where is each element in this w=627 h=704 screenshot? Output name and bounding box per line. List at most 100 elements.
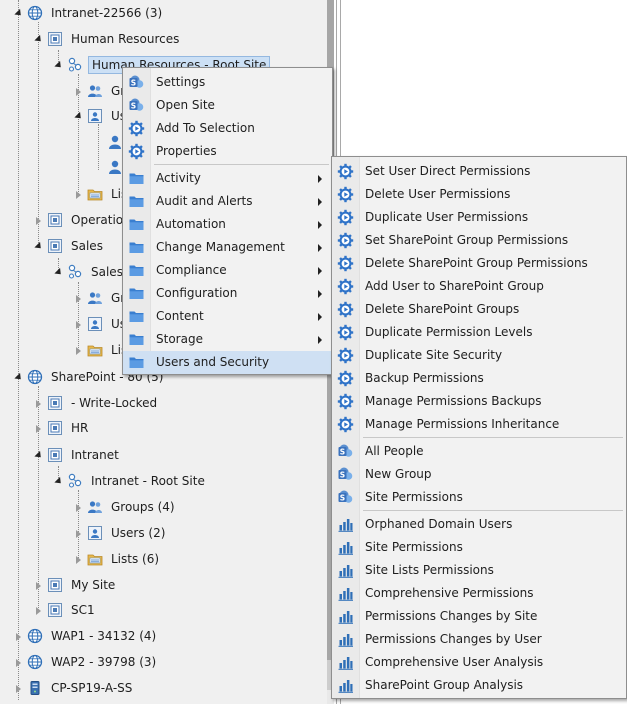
context-menu-item[interactable]: Audit and Alerts [123, 190, 332, 213]
context-menu-item[interactable]: Users and Security [123, 351, 332, 374]
collapse-toggle-icon[interactable] [34, 242, 43, 251]
tree-node[interactable]: Intranet [34, 444, 122, 466]
tree-node[interactable]: Gr [74, 287, 128, 309]
tree-node[interactable]: Intranet-22566 (3) [14, 2, 165, 24]
globe-icon [27, 654, 43, 670]
site-icon [67, 473, 83, 489]
tree-node[interactable]: WAP2 - 39798 (3) [14, 651, 159, 673]
expand-toggle-icon[interactable] [74, 346, 83, 355]
context-menu-item[interactable]: Configuration [123, 282, 332, 305]
tree-node[interactable] [94, 131, 134, 153]
tree-node[interactable]: Operation [34, 209, 134, 231]
tree-node[interactable]: My Site [34, 574, 118, 596]
tree-node[interactable]: Intranet - Root Site [54, 470, 208, 492]
groups-icon [87, 290, 103, 306]
expand-toggle-icon[interactable] [14, 658, 23, 667]
submenu-item[interactable]: Manage Permissions Backups [332, 390, 626, 413]
submenu-item[interactable]: Duplicate Permission Levels [332, 321, 626, 344]
menu-item-label: Backup Permissions [365, 371, 484, 385]
expand-toggle-icon[interactable] [74, 87, 83, 96]
menu-item-label: Delete User Permissions [365, 187, 511, 201]
submenu-item[interactable]: Add User to SharePoint Group [332, 275, 626, 298]
tree-node[interactable]: Human Resources [34, 28, 182, 50]
context-menu-item[interactable]: Change Management [123, 236, 332, 259]
submenu-item[interactable]: Orphaned Domain Users [332, 513, 626, 536]
context-menu-item[interactable]: Compliance [123, 259, 332, 282]
expand-toggle-icon[interactable] [14, 632, 23, 641]
expand-toggle-icon[interactable] [74, 190, 83, 199]
expand-toggle-icon[interactable] [74, 529, 83, 538]
submenu-item[interactable]: Permissions Changes by Site [332, 605, 626, 628]
tree-connector [78, 490, 79, 560]
folder-icon [128, 331, 145, 348]
submenu-arrow-icon [318, 175, 322, 183]
submenu-item[interactable]: Delete SharePoint Groups [332, 298, 626, 321]
tree-node[interactable]: Us [74, 313, 129, 335]
expand-toggle-icon[interactable] [74, 294, 83, 303]
expand-toggle-icon[interactable] [34, 424, 43, 433]
submenu-item[interactable]: Duplicate Site Security [332, 344, 626, 367]
expand-toggle-icon[interactable] [14, 684, 23, 693]
expand-toggle-icon[interactable] [34, 581, 43, 590]
submenu-item[interactable]: Backup Permissions [332, 367, 626, 390]
tree-node[interactable]: Users (2) [74, 522, 168, 544]
submenu-item[interactable]: Manage Permissions Inheritance [332, 413, 626, 436]
menu-item-label: Activity [156, 171, 201, 185]
collapse-toggle-icon[interactable] [74, 112, 83, 121]
submenu-item[interactable]: Comprehensive Permissions [332, 582, 626, 605]
collapse-toggle-icon[interactable] [54, 268, 63, 277]
tree-node[interactable]: Us [74, 105, 129, 127]
submenu-item[interactable]: Delete User Permissions [332, 183, 626, 206]
collapse-toggle-icon[interactable] [34, 35, 43, 44]
menu-item-label: Open Site [156, 98, 215, 112]
submenu-arrow-icon [318, 198, 322, 206]
menu-item-label: Duplicate User Permissions [365, 210, 529, 224]
tree-node[interactable]: Groups (4) [74, 496, 178, 518]
tree-node[interactable]: HR [34, 417, 91, 439]
submenu-item[interactable]: Comprehensive User Analysis [332, 651, 626, 674]
expand-toggle-icon[interactable] [74, 555, 83, 564]
context-menu-item[interactable]: Automation [123, 213, 332, 236]
svg-text:S: S [340, 448, 345, 457]
submenu-item[interactable]: Delete SharePoint Group Permissions [332, 252, 626, 275]
tree-node[interactable]: WAP1 - 34132 (4) [14, 625, 159, 647]
tree-node[interactable] [94, 156, 134, 178]
tree-node[interactable]: Sales - [54, 261, 134, 283]
submenu-item[interactable]: Site Lists Permissions [332, 559, 626, 582]
submenu-item[interactable]: Site Permissions [332, 536, 626, 559]
context-menu-item[interactable]: Content [123, 305, 332, 328]
context-menu-item[interactable]: Activity [123, 167, 332, 190]
expand-toggle-icon[interactable] [34, 606, 43, 615]
expand-toggle-icon[interactable] [34, 399, 43, 408]
folder-icon [128, 193, 145, 210]
submenu-item[interactable]: SharePoint Group Analysis [332, 674, 626, 697]
tree-node[interactable]: Sales [34, 235, 106, 257]
collapse-toggle-icon[interactable] [34, 451, 43, 460]
context-menu-item[interactable]: Add To Selection [123, 117, 332, 140]
scroll-down-arrow[interactable] [327, 690, 334, 704]
expand-toggle-icon[interactable] [74, 320, 83, 329]
submenu-item[interactable]: Duplicate User Permissions [332, 206, 626, 229]
tree-node[interactable]: CP-SP19-A-SS [14, 677, 135, 699]
tree-node[interactable]: Lists (6) [74, 548, 162, 570]
collapse-toggle-icon[interactable] [54, 61, 63, 70]
tree-node[interactable]: - Write-Locked [34, 392, 160, 414]
context-menu-item[interactable]: Properties [123, 140, 332, 163]
tree-node[interactable]: SC1 [34, 599, 98, 621]
submenu-item[interactable]: Set User Direct Permissions [332, 160, 626, 183]
submenu-item[interactable]: Set SharePoint Group Permissions [332, 229, 626, 252]
collapse-toggle-icon[interactable] [14, 9, 23, 18]
collapse-toggle-icon[interactable] [54, 477, 63, 486]
collapse-toggle-icon[interactable] [14, 373, 23, 382]
expand-toggle-icon[interactable] [34, 216, 43, 225]
submenu-item[interactable]: Permissions Changes by User [332, 628, 626, 651]
expand-toggle-icon[interactable] [74, 503, 83, 512]
context-menu-item[interactable]: Storage [123, 328, 332, 351]
svg-text:S: S [340, 471, 345, 480]
menu-item-label: Storage [156, 332, 203, 346]
